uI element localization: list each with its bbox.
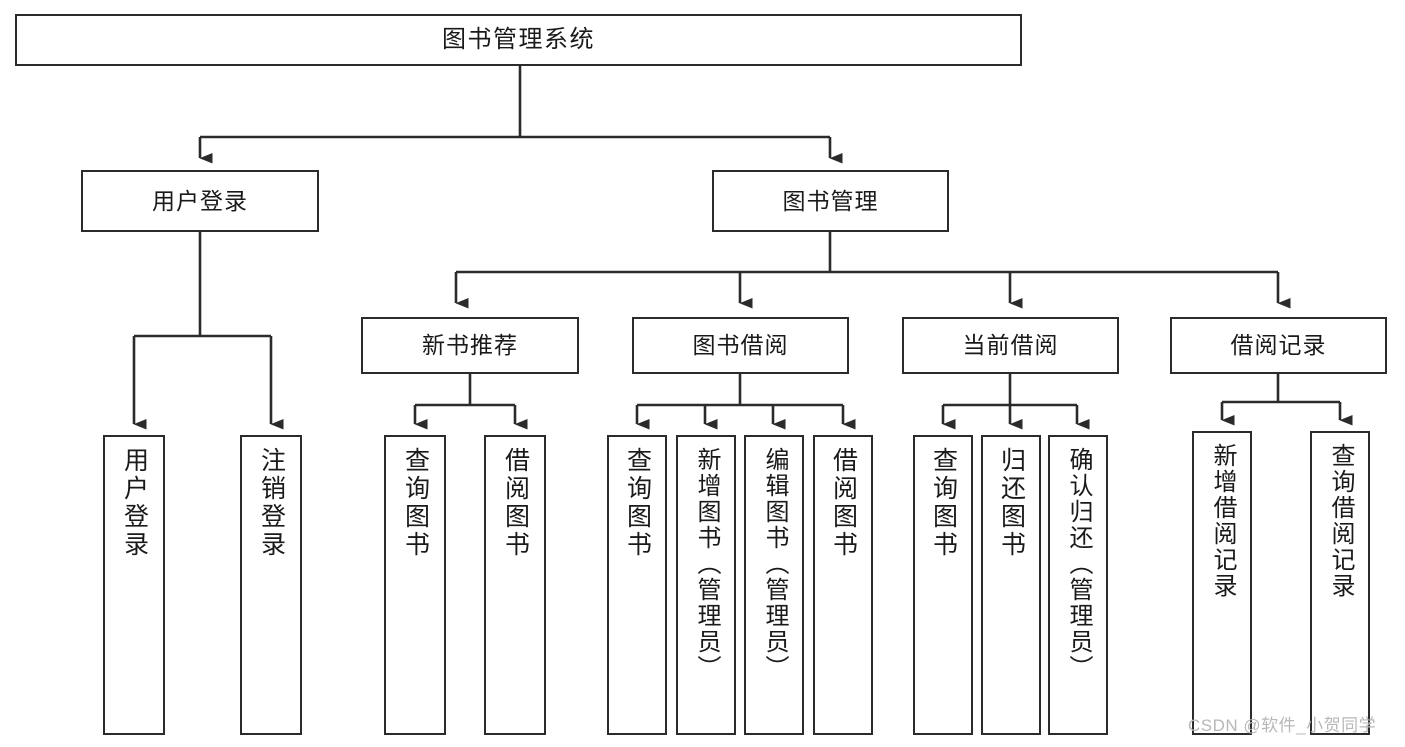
node-label: 用户登录 — [120, 447, 149, 559]
leaf-edit-book-admin[interactable]: 编辑图书（管理员） — [744, 435, 804, 735]
node-label: 借阅图书 — [829, 447, 858, 559]
node-label: 新增借阅记录 — [1209, 443, 1236, 599]
node-book-borrow[interactable]: 图书借阅 — [632, 317, 849, 374]
node-label: 查询借阅记录 — [1327, 443, 1354, 599]
node-label: 借阅图书 — [501, 447, 530, 559]
leaf-add-borrow-record[interactable]: 新增借阅记录 — [1192, 431, 1252, 735]
leaf-user-login[interactable]: 用户登录 — [103, 435, 165, 735]
leaf-query-book-current[interactable]: 查询图书 — [913, 435, 973, 735]
leaf-logout[interactable]: 注销登录 — [240, 435, 302, 735]
leaf-add-book-admin[interactable]: 新增图书（管理员） — [676, 435, 736, 735]
node-label: 查询图书 — [401, 447, 430, 559]
node-label: 编辑图书（管理员） — [761, 447, 788, 681]
node-label: 图书借阅 — [692, 332, 789, 359]
leaf-return-book[interactable]: 归还图书 — [981, 435, 1041, 735]
node-label: 新增图书（管理员） — [693, 447, 720, 681]
leaf-borrow-book[interactable]: 借阅图书 — [813, 435, 873, 735]
node-label: 图书管理 — [782, 187, 879, 214]
node-user-login[interactable]: 用户登录 — [81, 170, 319, 232]
node-book-management[interactable]: 图书管理 — [712, 170, 949, 232]
node-label: 归还图书 — [997, 447, 1026, 559]
node-label: 注销登录 — [257, 447, 286, 559]
node-root-system[interactable]: 图书管理系统 — [15, 14, 1022, 66]
node-label: 查询图书 — [929, 447, 958, 559]
node-label: 借阅记录 — [1230, 332, 1327, 359]
leaf-query-book-recommend[interactable]: 查询图书 — [384, 435, 446, 735]
node-new-book-recommend[interactable]: 新书推荐 — [361, 317, 579, 374]
node-label: 新书推荐 — [422, 332, 518, 359]
leaf-query-borrow-record[interactable]: 查询借阅记录 — [1310, 431, 1370, 735]
node-label: 用户登录 — [152, 187, 248, 214]
leaf-borrow-book-recommend[interactable]: 借阅图书 — [484, 435, 546, 735]
node-current-borrow[interactable]: 当前借阅 — [902, 317, 1119, 374]
node-label: 查询图书 — [623, 447, 652, 559]
node-label: 当前借阅 — [962, 332, 1059, 359]
node-label: 图书管理系统 — [442, 26, 595, 54]
leaf-confirm-return-admin[interactable]: 确认归还（管理员） — [1048, 435, 1108, 735]
leaf-query-book-borrow[interactable]: 查询图书 — [607, 435, 667, 735]
node-borrow-records[interactable]: 借阅记录 — [1170, 317, 1387, 374]
node-label: 确认归还（管理员） — [1065, 447, 1092, 681]
